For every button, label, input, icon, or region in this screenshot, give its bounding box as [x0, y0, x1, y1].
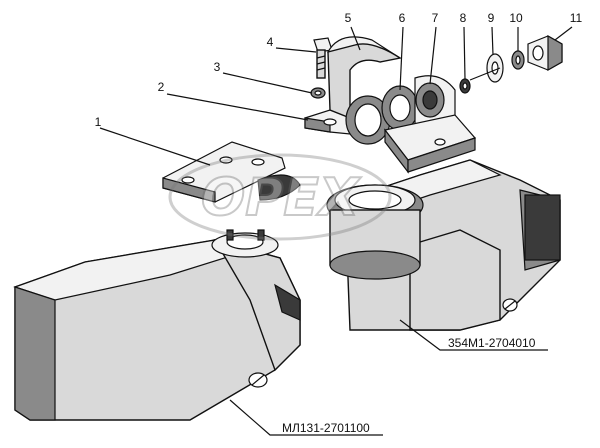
part-number-upper: 354M1-2704010	[448, 336, 536, 350]
part-5-clamp	[327, 36, 402, 145]
watermark-text: ОРЕХ	[201, 168, 362, 228]
part-11-nut	[527, 34, 563, 72]
callout-9: 9	[488, 11, 495, 25]
part-7-cushion	[414, 75, 456, 130]
part-9-stud	[469, 53, 504, 83]
watermark: ОРЕХ	[168, 153, 392, 241]
cushion-bracket	[383, 114, 477, 174]
callout-10: 10	[509, 11, 523, 25]
housing-body	[326, 159, 561, 331]
part-1-plate	[162, 141, 301, 203]
part-number-lower: МЛ131-2701100	[282, 421, 370, 435]
callout-numbers: 1 2 3 4 5 6 7 8 9 10 11	[95, 11, 583, 129]
frame-bracket-body	[13, 229, 301, 421]
callout-7: 7	[432, 11, 439, 25]
callout-1: 1	[95, 115, 102, 129]
part-6-sleeve	[381, 85, 419, 131]
callout-8: 8	[460, 11, 467, 25]
callout-2: 2	[158, 80, 165, 94]
part-4-bolt	[313, 37, 333, 79]
callout-4: 4	[267, 35, 274, 49]
callout-11: 11	[570, 11, 583, 25]
leader-lines	[99, 26, 573, 436]
callout-6: 6	[399, 11, 406, 25]
callout-5: 5	[345, 11, 352, 25]
callout-3: 3	[214, 60, 221, 74]
